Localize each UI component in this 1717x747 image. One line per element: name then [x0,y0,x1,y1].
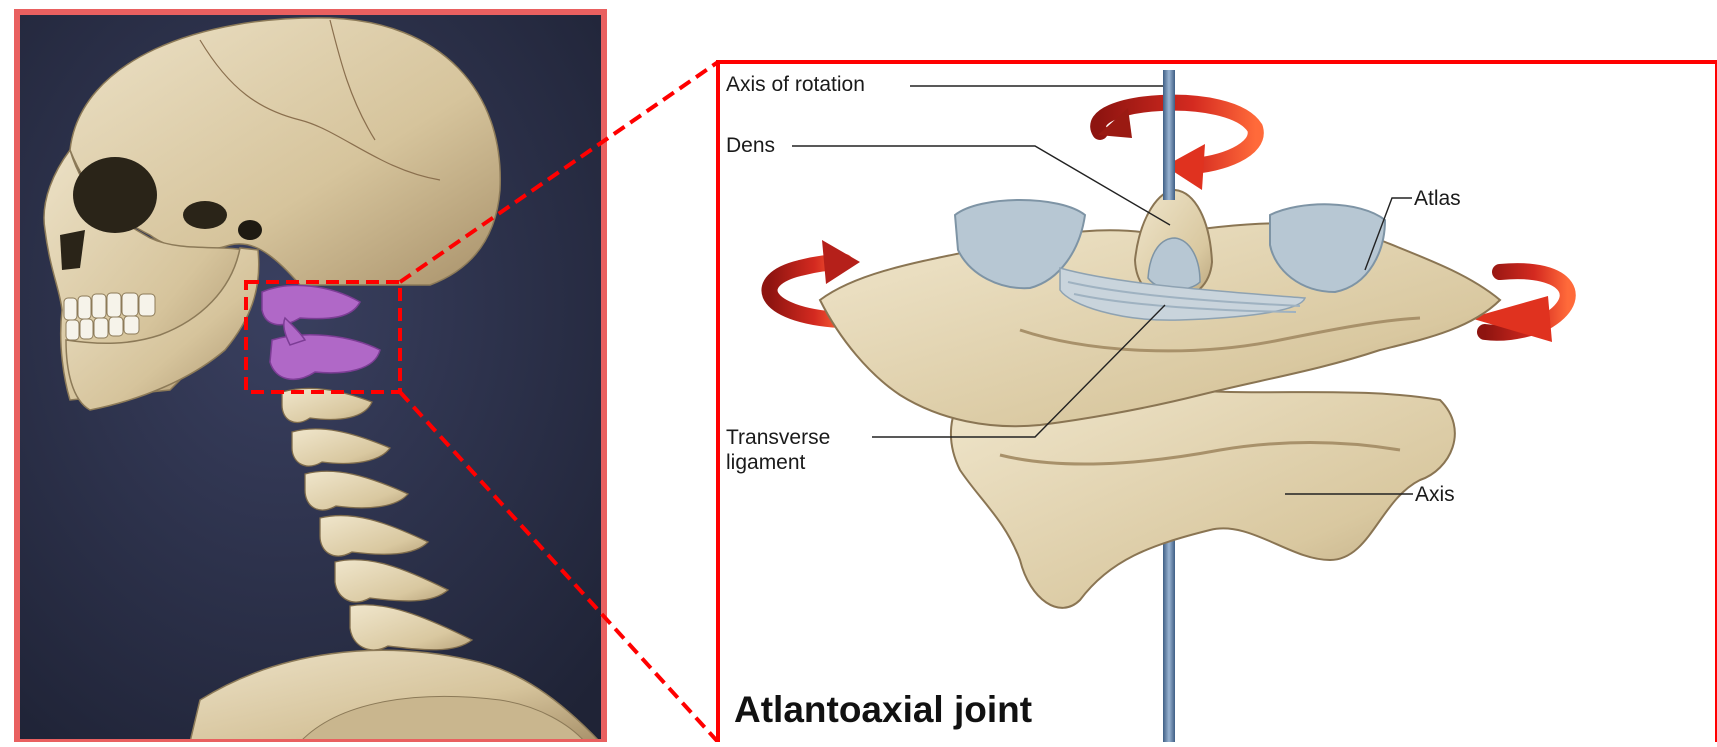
rotation-axis-rod-bottom [1163,565,1175,742]
label-axis-of-rotation: Axis of rotation [726,72,865,97]
eye-socket [73,157,157,233]
top-rotation-arrow [1098,103,1256,190]
label-transverse-ligament: Transverse ligament [726,425,876,475]
figure-title: Atlantoaxial joint [734,688,1032,732]
temporal-fossa [183,201,227,229]
ear-canal [238,220,262,240]
label-axis: Axis [1415,482,1455,507]
rotation-axis-rod-top [1163,70,1175,200]
atlantoaxial-illustration [769,70,1567,742]
label-dens: Dens [726,133,775,158]
skull-photo [17,12,604,742]
label-atlas: Atlas [1414,186,1461,211]
